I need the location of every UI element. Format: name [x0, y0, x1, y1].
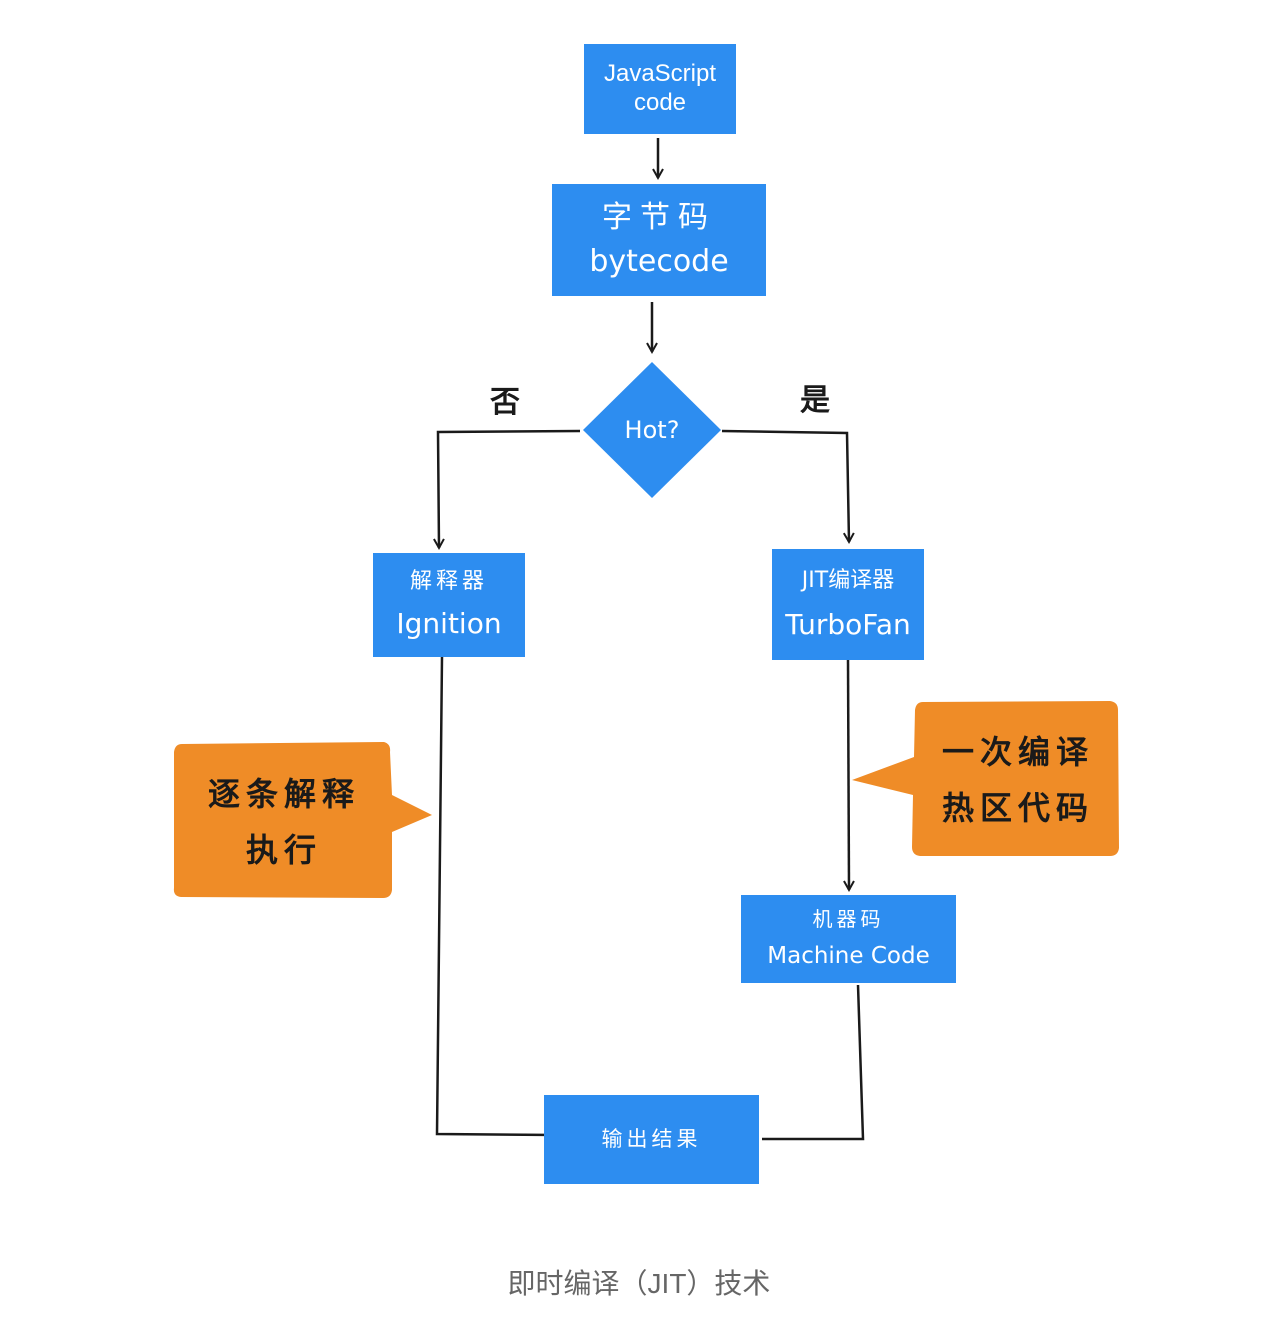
arrow-hot-to-ignition [433, 429, 581, 551]
machine-code-line2: Machine Code [767, 943, 930, 970]
arrow-turbofan-to-machine [843, 659, 855, 893]
ignition-line2: Ignition [396, 607, 502, 641]
javascript-code-line2: code [633, 89, 687, 116]
branch-no-label: 否 [490, 385, 520, 420]
callout-compile-line2: 热区代码 [941, 789, 1094, 827]
output-result-label: 输出结果 [601, 1126, 702, 1151]
hot-decision-label-wrap: Hot? [603, 410, 701, 450]
callout-interpret-text: 逐条解释 执行 [184, 766, 384, 878]
javascript-code-line1: JavaScript [603, 60, 717, 88]
ignition-line1: 解释器 [409, 569, 488, 594]
callout-interpret-line2: 执行 [245, 831, 322, 869]
hot-decision-label: Hot? [624, 415, 680, 444]
figure-caption: 即时编译（JIT）技术 [507, 1268, 771, 1299]
callout-compile-text: 一次编译 热区代码 [922, 724, 1114, 836]
callout-compile-bubble [852, 701, 1119, 856]
machine-code-line1: 机器码 [812, 907, 885, 932]
bytecode-node: 字节码 bytecode [552, 184, 766, 296]
arrow-hot-to-turbofan [721, 429, 855, 545]
output-result-node: 输出结果 [544, 1095, 759, 1184]
turbofan-compiler-node: JIT编译器 TurboFan [772, 549, 924, 660]
branch-yes-label: 是 [800, 383, 830, 418]
javascript-code-node: JavaScript code [584, 44, 736, 134]
turbofan-line2: TurboFan [785, 607, 911, 641]
callout-compile-line1: 一次编译 [941, 733, 1094, 771]
line-machine-to-output [762, 984, 865, 1141]
line-ignition-to-output [435, 656, 557, 1137]
turbofan-line1: JIT编译器 [801, 567, 895, 593]
hot-decision-diamond [583, 362, 721, 498]
bytecode-line1: 字节码 [602, 200, 716, 235]
bytecode-line2: bytecode [589, 244, 729, 279]
callout-interpret-line1: 逐条解释 [207, 775, 360, 813]
machine-code-node: 机器码 Machine Code [741, 895, 956, 983]
ignition-interpreter-node: 解释器 Ignition [373, 553, 525, 657]
callout-interpret-bubble [173, 742, 432, 898]
